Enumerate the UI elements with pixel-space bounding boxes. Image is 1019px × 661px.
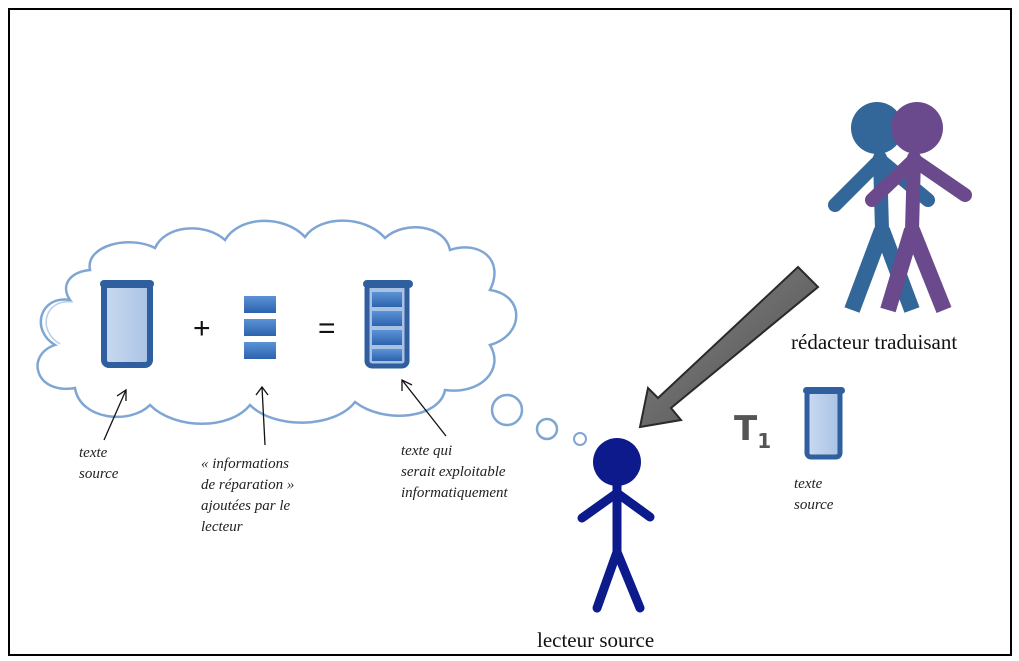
writer-figure-purple bbox=[865, 102, 972, 313]
thought-cloud bbox=[36, 219, 518, 425]
repair-info-blocks-icon bbox=[244, 296, 276, 359]
transmission-arrow bbox=[638, 265, 820, 429]
source-document-icon bbox=[100, 280, 154, 368]
caption-pointer-arrows bbox=[103, 378, 447, 446]
t1-source-document-icon bbox=[803, 387, 845, 460]
plus-operator: + bbox=[193, 312, 211, 345]
caption-t1-source-text: texte source bbox=[794, 476, 834, 513]
equals-operator: = bbox=[318, 312, 336, 345]
caption-repair-info: « informations de réparation » ajoutées … bbox=[201, 456, 295, 535]
t1-label: T1 bbox=[734, 378, 771, 458]
t1-subscript: 1 bbox=[757, 429, 772, 453]
reader-label: lecteur source bbox=[537, 628, 655, 652]
caption-exploitable-text: texte qui serait exploitable informatiqu… bbox=[401, 443, 508, 501]
caption-source-text: texte source bbox=[79, 445, 119, 482]
thought-bubbles bbox=[490, 393, 587, 446]
t1-letter: T bbox=[734, 409, 758, 449]
reader-figure bbox=[577, 438, 655, 613]
writer-label: rédacteur traduisant bbox=[791, 330, 958, 354]
exploitable-document-icon bbox=[363, 280, 413, 369]
